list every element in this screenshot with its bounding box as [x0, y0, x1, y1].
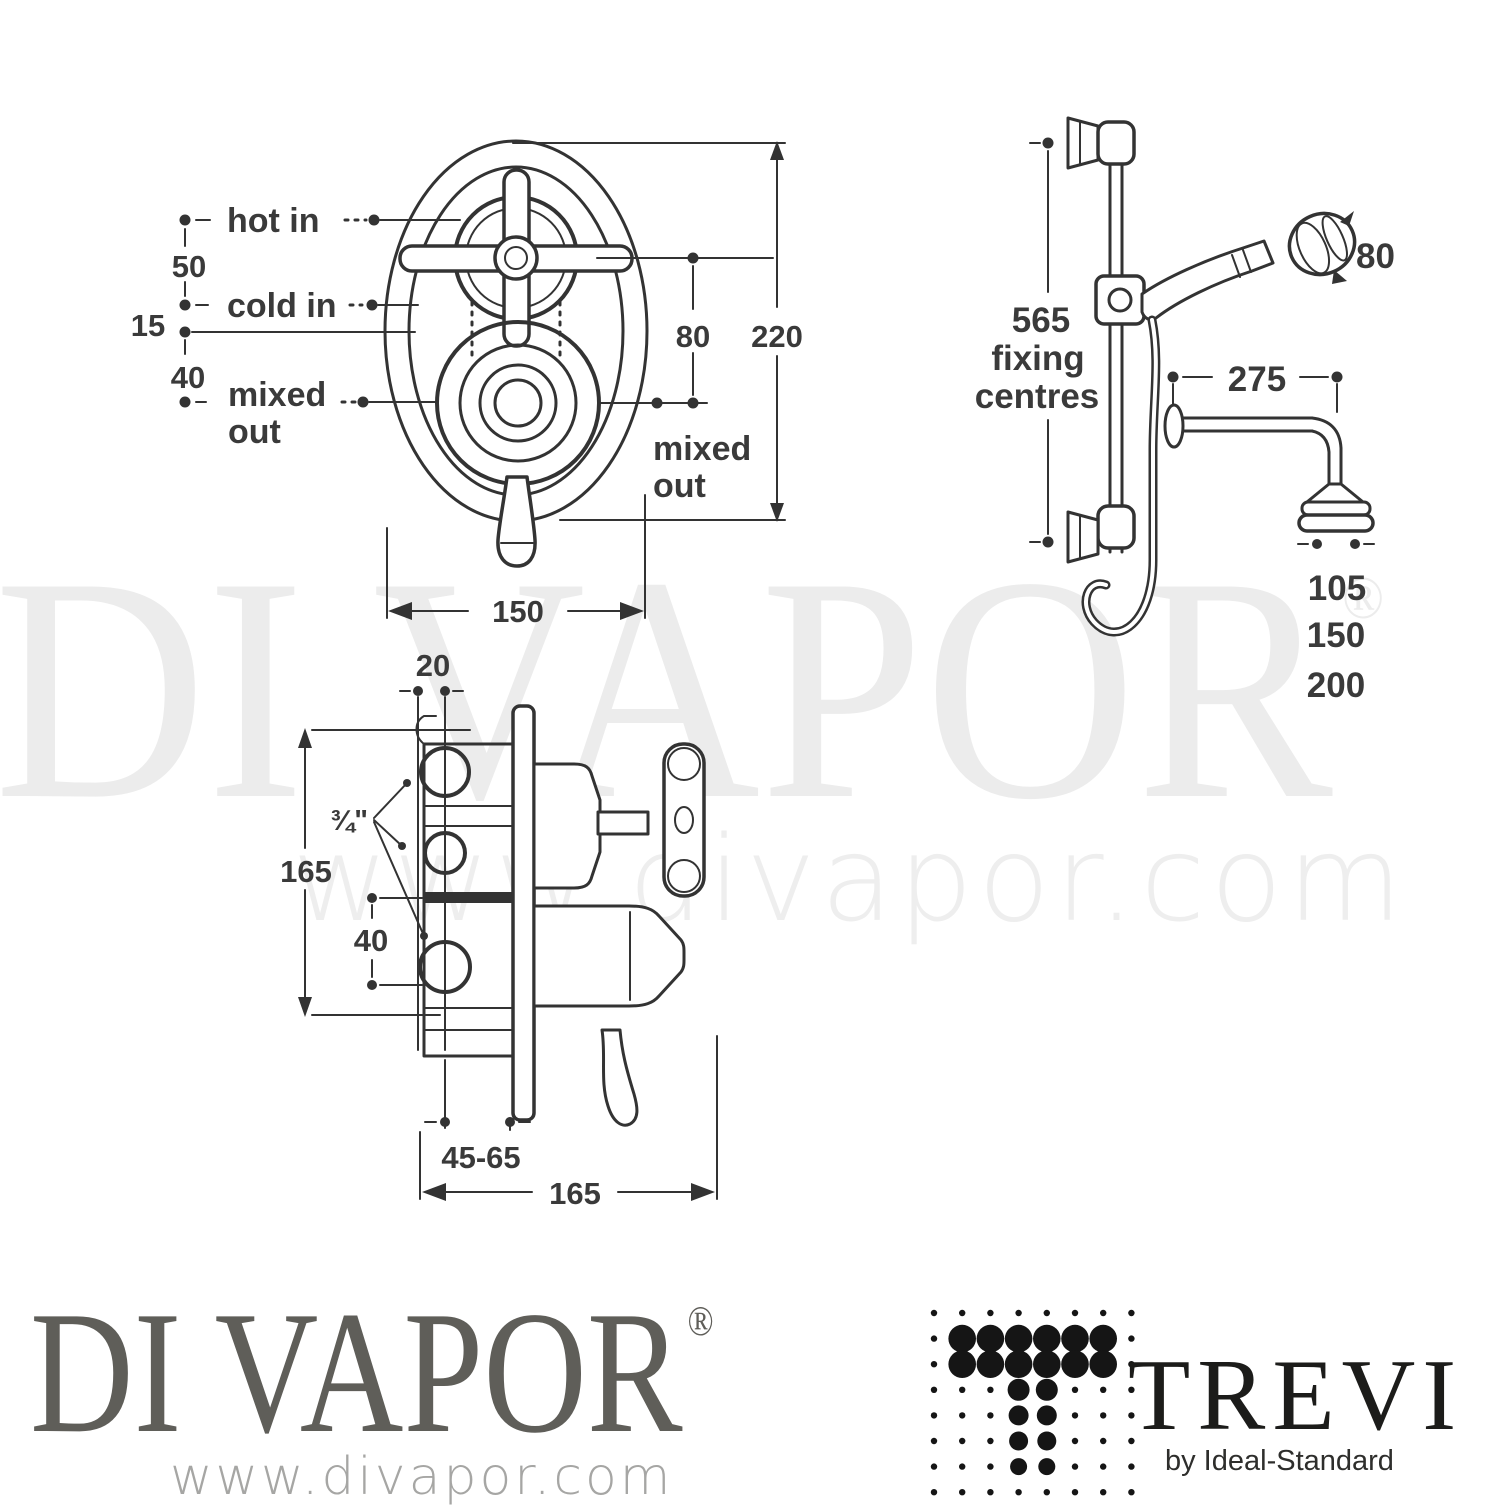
flow-cartridge	[532, 904, 686, 1008]
wall-plate	[511, 704, 536, 1122]
registered-mark-watermark-icon: ®	[1342, 565, 1385, 631]
dim-40-label: 40	[171, 360, 205, 395]
cold-in-label: cold in	[227, 287, 337, 325]
handset-slider	[1094, 274, 1146, 326]
inlet-connection-top	[419, 746, 471, 798]
dim-165-bottom-label: 165	[549, 1176, 601, 1211]
divapor-logo: DI VAPOR®	[30, 1285, 714, 1460]
mixed-out-left-label-line1: mixed	[228, 376, 326, 414]
inlet-connection-middle	[423, 831, 467, 875]
rail-dim-80-label: 80	[1356, 237, 1395, 276]
trevi-byline: by Ideal-Standard	[1165, 1445, 1394, 1477]
fixed-shower-head	[1305, 482, 1365, 504]
trevi-logo-text: TREVI	[1128, 1339, 1464, 1452]
rail-bottom-bracket	[1066, 510, 1100, 564]
lever-handle	[496, 475, 537, 568]
front-view-diagram: hot in 50 cold in 15 40 mixed out 80	[131, 139, 803, 629]
dim-45-65-label: 45-65	[441, 1140, 520, 1175]
dim-565-label: 565	[1012, 301, 1070, 340]
dim-20-label: 20	[416, 648, 450, 683]
dim-220-label: 220	[751, 319, 803, 354]
outlet-connection-bottom	[418, 940, 472, 994]
divapor-registered-mark-icon: ®	[687, 1299, 714, 1345]
shower-arm-wall-flange	[1163, 403, 1185, 449]
fixing-word-label: fixing	[991, 339, 1084, 378]
dim-275-label: 275	[1228, 360, 1286, 399]
side-dim-40-label: 40	[354, 923, 388, 958]
dim-80-label: 80	[676, 319, 710, 354]
dim-150-head-label: 150	[1307, 616, 1365, 655]
dim-200-label: 200	[1307, 666, 1365, 705]
dim-105-label: 105	[1308, 569, 1366, 608]
centres-word-label: centres	[975, 377, 1100, 416]
dim-165-vertical-label: 165	[280, 854, 332, 889]
dim-50-label: 50	[172, 249, 206, 284]
side-view-diagram: 20 ¾"	[280, 648, 718, 1211]
mixed-out-right-label-line1: mixed	[653, 430, 751, 468]
dim-150-label: 150	[492, 594, 544, 629]
divapor-url-watermark: www.divapor.com	[292, 810, 1408, 948]
cross-handle-side-view	[662, 742, 706, 898]
rail-view-diagram: 80 565 fixing centres 275	[975, 116, 1395, 705]
handset-handle	[1140, 239, 1275, 322]
dim-three-quarter-inch-label: ¾"	[330, 805, 368, 837]
dim-15-label: 15	[131, 308, 165, 343]
divapor-logo-text: DI VAPOR	[30, 1275, 683, 1469]
mixed-out-left-label-line2: out	[228, 413, 281, 451]
lever-handle-side-view	[600, 1028, 639, 1127]
trevi-dot-grid-logo	[930, 1309, 1135, 1496]
divapor-logo-url: www.divapor.com	[170, 1447, 674, 1507]
hot-in-label: hot in	[227, 202, 320, 240]
rail-top-bracket	[1066, 116, 1100, 170]
thermostat-cartridge	[532, 762, 602, 890]
mixed-out-right-label-line2: out	[653, 467, 706, 505]
